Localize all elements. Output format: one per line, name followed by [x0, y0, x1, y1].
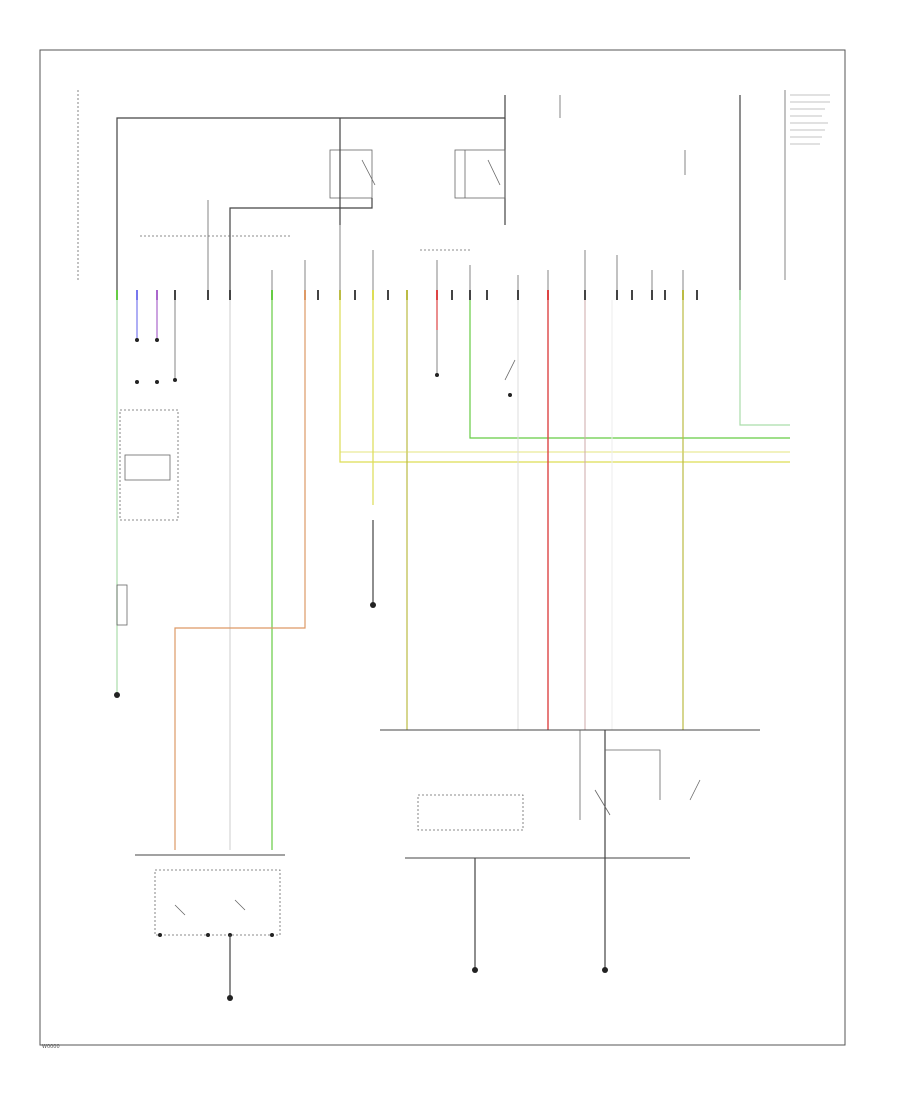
right-legend-lines [790, 94, 830, 145]
switch-wire-3 [605, 749, 661, 800]
switch-box-left [154, 869, 281, 936]
meter-box [119, 409, 179, 521]
relay-1-output [229, 198, 373, 290]
meter-internal-box [124, 454, 171, 481]
ground-left [114, 692, 120, 698]
diagram-frame [39, 49, 846, 1046]
wire-orange-down [174, 300, 306, 850]
wire-lightgreen-right [739, 300, 790, 426]
ground-switch [602, 967, 608, 973]
ground-sensor [370, 602, 376, 608]
relay-1 [329, 149, 376, 199]
footer-code: W0000 [42, 1044, 60, 1050]
wire-yellow-horizontal [339, 300, 790, 463]
relay-2 [454, 149, 506, 199]
pin-stubs [207, 200, 684, 290]
ground-bottom-left [227, 995, 233, 1001]
ground-combo [472, 967, 478, 973]
ecm-connector-pins [116, 290, 741, 300]
combination-switch-box [417, 794, 524, 831]
top-power-wire [116, 95, 506, 290]
resistor-left [116, 584, 128, 626]
